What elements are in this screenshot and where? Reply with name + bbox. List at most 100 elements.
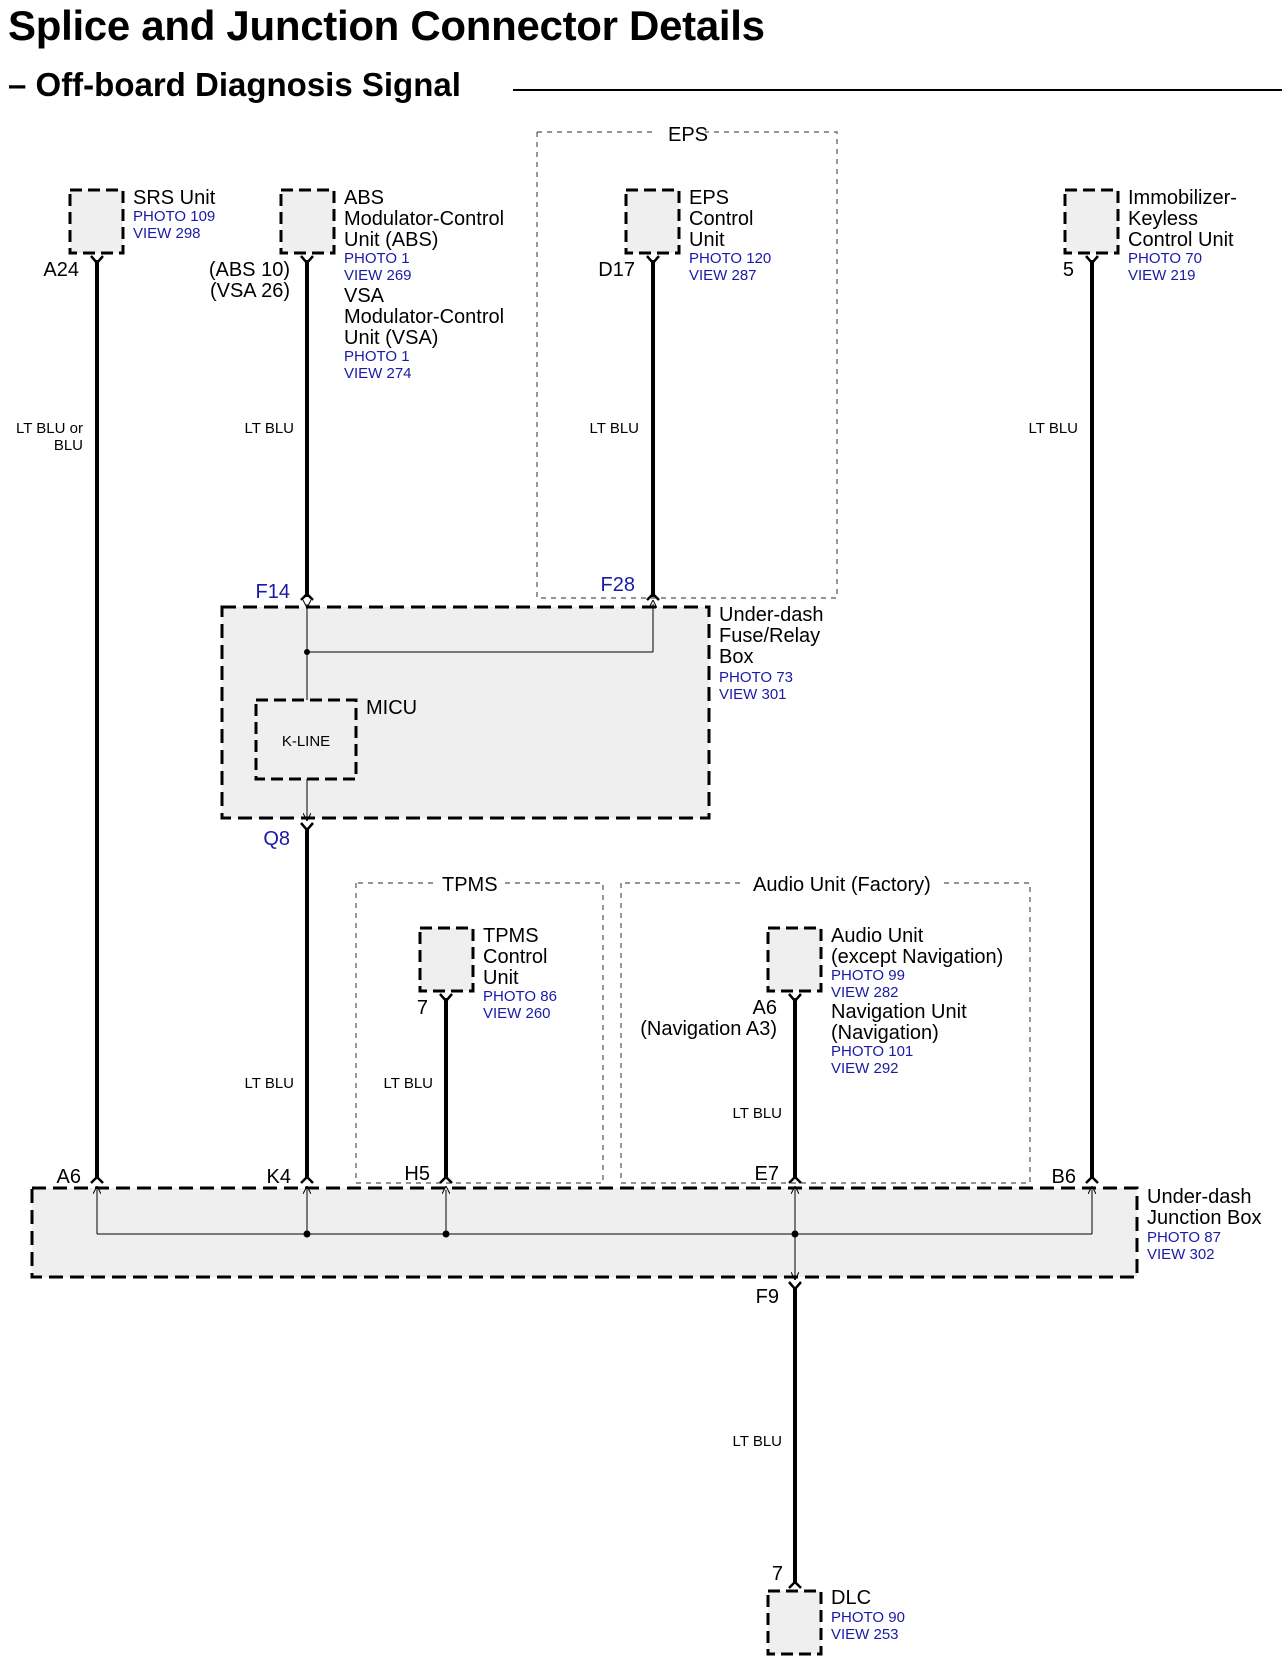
eps-group-label: EPS <box>668 124 708 146</box>
tpms-group-label: TPMS <box>442 874 498 896</box>
navigation-label: Navigation Unit (Navigation) PHOTO 101 V… <box>831 1001 967 1077</box>
svg-text:Fuse/Relay: Fuse/Relay <box>719 625 820 647</box>
svg-text:VIEW 282: VIEW 282 <box>831 984 899 1001</box>
pin-jb-b6: B6 <box>1052 1166 1076 1188</box>
immobilizer-label: Immobilizer- Keyless Control Unit PHOTO … <box>1128 187 1237 284</box>
svg-text:PHOTO 99: PHOTO 99 <box>831 967 905 984</box>
pin-tpms: 7 <box>417 997 428 1019</box>
svg-text:Control Unit: Control Unit <box>1128 229 1234 251</box>
svg-text:Control: Control <box>689 208 753 230</box>
svg-text:VIEW 298: VIEW 298 <box>133 225 201 242</box>
junction-box <box>30 1186 1139 1279</box>
junction-box-internal <box>97 1190 1092 1276</box>
svg-text:EPS: EPS <box>689 187 729 209</box>
svg-text:ABS: ABS <box>344 187 384 209</box>
pin-audio-1: A6 <box>753 997 777 1019</box>
pin-jb-e7: E7 <box>755 1163 779 1185</box>
svg-text:VIEW 292: VIEW 292 <box>831 1060 899 1077</box>
svg-text:(Navigation): (Navigation) <box>831 1022 939 1044</box>
junction-box-label: Under-dash Junction Box PHOTO 87 VIEW 30… <box>1147 1186 1262 1263</box>
immobilizer-connector <box>1063 188 1120 255</box>
dlc-label: DLC PHOTO 90 VIEW 253 <box>831 1587 905 1643</box>
svg-text:PHOTO 73: PHOTO 73 <box>719 669 793 686</box>
svg-text:PHOTO 1: PHOTO 1 <box>344 250 410 267</box>
svg-text:VSA: VSA <box>344 285 385 307</box>
fuse-splice-dot <box>304 649 310 655</box>
svg-text:Audio Unit: Audio Unit <box>831 925 924 947</box>
abs-label: ABS Modulator-Control Unit (ABS) PHOTO 1… <box>344 187 504 284</box>
pin-jb-k4: K4 <box>267 1166 291 1188</box>
svg-text:PHOTO 90: PHOTO 90 <box>831 1609 905 1626</box>
eps-group: EPS <box>536 124 838 599</box>
wire-tpms: LT BLU <box>384 1075 433 1092</box>
srs-label: SRS Unit PHOTO 109 VIEW 298 <box>133 187 216 242</box>
vsa-label: VSA Modulator-Control Unit (VSA) PHOTO 1… <box>344 285 504 382</box>
svg-text:Unit (ABS): Unit (ABS) <box>344 229 438 251</box>
svg-text:PHOTO 86: PHOTO 86 <box>483 988 557 1005</box>
eps-label: EPS Control Unit PHOTO 120 VIEW 287 <box>689 187 771 284</box>
wire-srs-1: LT BLU or <box>16 420 83 437</box>
tpms-label: TPMS Control Unit PHOTO 86 VIEW 260 <box>483 925 557 1022</box>
wire-dlc: LT BLU <box>733 1433 782 1450</box>
svg-text:Modulator-Control: Modulator-Control <box>344 208 504 230</box>
svg-text:PHOTO 120: PHOTO 120 <box>689 250 771 267</box>
wire-abs: LT BLU <box>245 420 294 437</box>
svg-text:VIEW 301: VIEW 301 <box>719 686 787 703</box>
svg-text:Navigation Unit: Navigation Unit <box>831 1001 967 1023</box>
svg-text:PHOTO 70: PHOTO 70 <box>1128 250 1202 267</box>
dlc-connector <box>766 1589 823 1656</box>
svg-text:PHOTO 87: PHOTO 87 <box>1147 1229 1221 1246</box>
svg-text:Control: Control <box>483 946 547 968</box>
svg-text:Box: Box <box>719 646 753 668</box>
svg-text:VIEW 302: VIEW 302 <box>1147 1246 1215 1263</box>
svg-text:Under-dash: Under-dash <box>1147 1186 1252 1208</box>
pin-audio-2: (Navigation A3) <box>640 1018 777 1040</box>
svg-text:PHOTO 1: PHOTO 1 <box>344 348 410 365</box>
pin-jb-f9: F9 <box>756 1286 779 1308</box>
pin-dlc: 7 <box>772 1563 783 1585</box>
audio-connector <box>766 926 823 993</box>
pin-fuse-q8: Q8 <box>263 828 290 850</box>
svg-text:Unit: Unit <box>689 229 725 251</box>
srs-connector <box>68 188 125 255</box>
wire-micu-jb: LT BLU <box>245 1075 294 1092</box>
wire-eps: LT BLU <box>590 420 639 437</box>
svg-text:VIEW 269: VIEW 269 <box>344 267 412 284</box>
svg-text:VIEW 219: VIEW 219 <box>1128 267 1196 284</box>
svg-text:(except Navigation): (except Navigation) <box>831 946 1003 968</box>
page-subtitle: – Off-board Diagnosis Signal <box>8 66 461 103</box>
kline-label: K-LINE <box>282 733 330 750</box>
svg-text:DLC: DLC <box>831 1587 871 1609</box>
tpms-group: TPMS <box>355 874 604 1184</box>
wires <box>95 260 1094 1584</box>
junction-splice-dots <box>303 1230 799 1238</box>
tpms-connector <box>418 926 475 993</box>
svg-text:Immobilizer-: Immobilizer- <box>1128 187 1237 209</box>
svg-text:Under-dash: Under-dash <box>719 604 824 626</box>
pin-abs-1: (ABS 10) <box>209 259 290 281</box>
wire-audio: LT BLU <box>733 1105 782 1122</box>
pin-jb-a6: A6 <box>57 1166 81 1188</box>
wire-labels: LT BLU or BLU LT BLU LT BLU LT BLU LT BL… <box>16 420 1078 1450</box>
svg-text:Unit (VSA): Unit (VSA) <box>344 327 438 349</box>
svg-text:Keyless: Keyless <box>1128 208 1198 230</box>
svg-text:Unit: Unit <box>483 967 519 989</box>
subtitle-rule <box>513 89 1282 91</box>
svg-text:PHOTO 101: PHOTO 101 <box>831 1043 913 1060</box>
pin-labels: A24 (ABS 10) (VSA 26) D17 5 F14 F28 Q8 7… <box>43 259 1076 1585</box>
svg-text:SRS Unit: SRS Unit <box>133 187 216 209</box>
pin-jb-h5: H5 <box>404 1163 430 1185</box>
audio-group-label: Audio Unit (Factory) <box>753 874 931 896</box>
svg-text:TPMS: TPMS <box>483 925 539 947</box>
pin-abs-2: (VSA 26) <box>210 280 290 302</box>
svg-text:VIEW 253: VIEW 253 <box>831 1626 899 1643</box>
micu-kline-box: K-LINE <box>254 698 358 781</box>
svg-text:PHOTO 109: PHOTO 109 <box>133 208 215 225</box>
audio-label: Audio Unit (except Navigation) PHOTO 99 … <box>831 925 1003 1001</box>
abs-connector <box>279 188 336 255</box>
svg-text:Junction Box: Junction Box <box>1147 1207 1262 1229</box>
svg-text:Modulator-Control: Modulator-Control <box>344 306 504 328</box>
pin-eps: D17 <box>598 259 635 281</box>
